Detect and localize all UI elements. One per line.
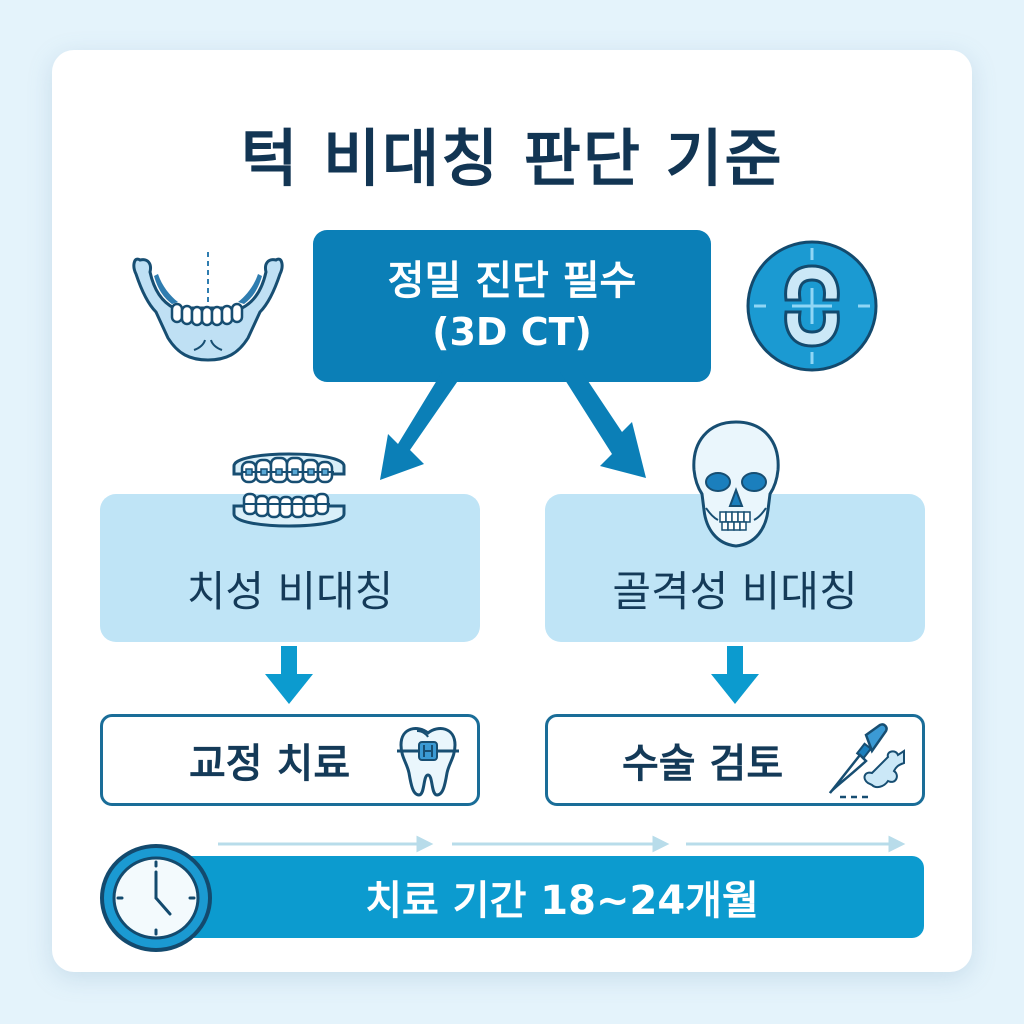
diagnosis-subtitle: (3D CT) <box>432 310 592 354</box>
skull-icon <box>692 420 780 548</box>
braces-teeth-icon <box>232 452 346 528</box>
diagnosis-title: 정밀 진단 필수 <box>387 258 637 304</box>
surgery-review-box: 수술 검토 <box>545 714 925 806</box>
page-title: 턱 비대칭 판단 기준 <box>240 122 784 195</box>
treatment-duration-bar: 치료 기간 18~24개월 <box>160 856 924 938</box>
timeline-arrows <box>218 835 906 853</box>
skeletal-asymmetry-label: 골격성 비대칭 <box>612 566 858 616</box>
ct-scan-target-icon <box>746 240 878 372</box>
skeletal-asymmetry-box: 골격성 비대칭 <box>545 494 925 642</box>
treatment-duration-label: 치료 기간 18~24개월 <box>365 878 759 924</box>
surgery-review-label: 수술 검토 <box>622 741 784 787</box>
jaw-icon <box>132 252 284 362</box>
down-arrow-left <box>265 646 313 704</box>
scalpel-bone-icon <box>828 723 905 799</box>
orthodontic-treatment-box: 교정 치료 <box>100 714 480 806</box>
down-arrow-right <box>711 646 759 704</box>
orthodontic-treatment-label: 교정 치료 <box>189 741 351 787</box>
clock-icon <box>100 844 212 952</box>
tooth-bracket-icon <box>397 727 459 797</box>
diagnosis-box: 정밀 진단 필수 (3D CT) <box>313 230 711 382</box>
branch-arrows <box>380 372 646 480</box>
dental-asymmetry-label: 치성 비대칭 <box>186 566 394 616</box>
